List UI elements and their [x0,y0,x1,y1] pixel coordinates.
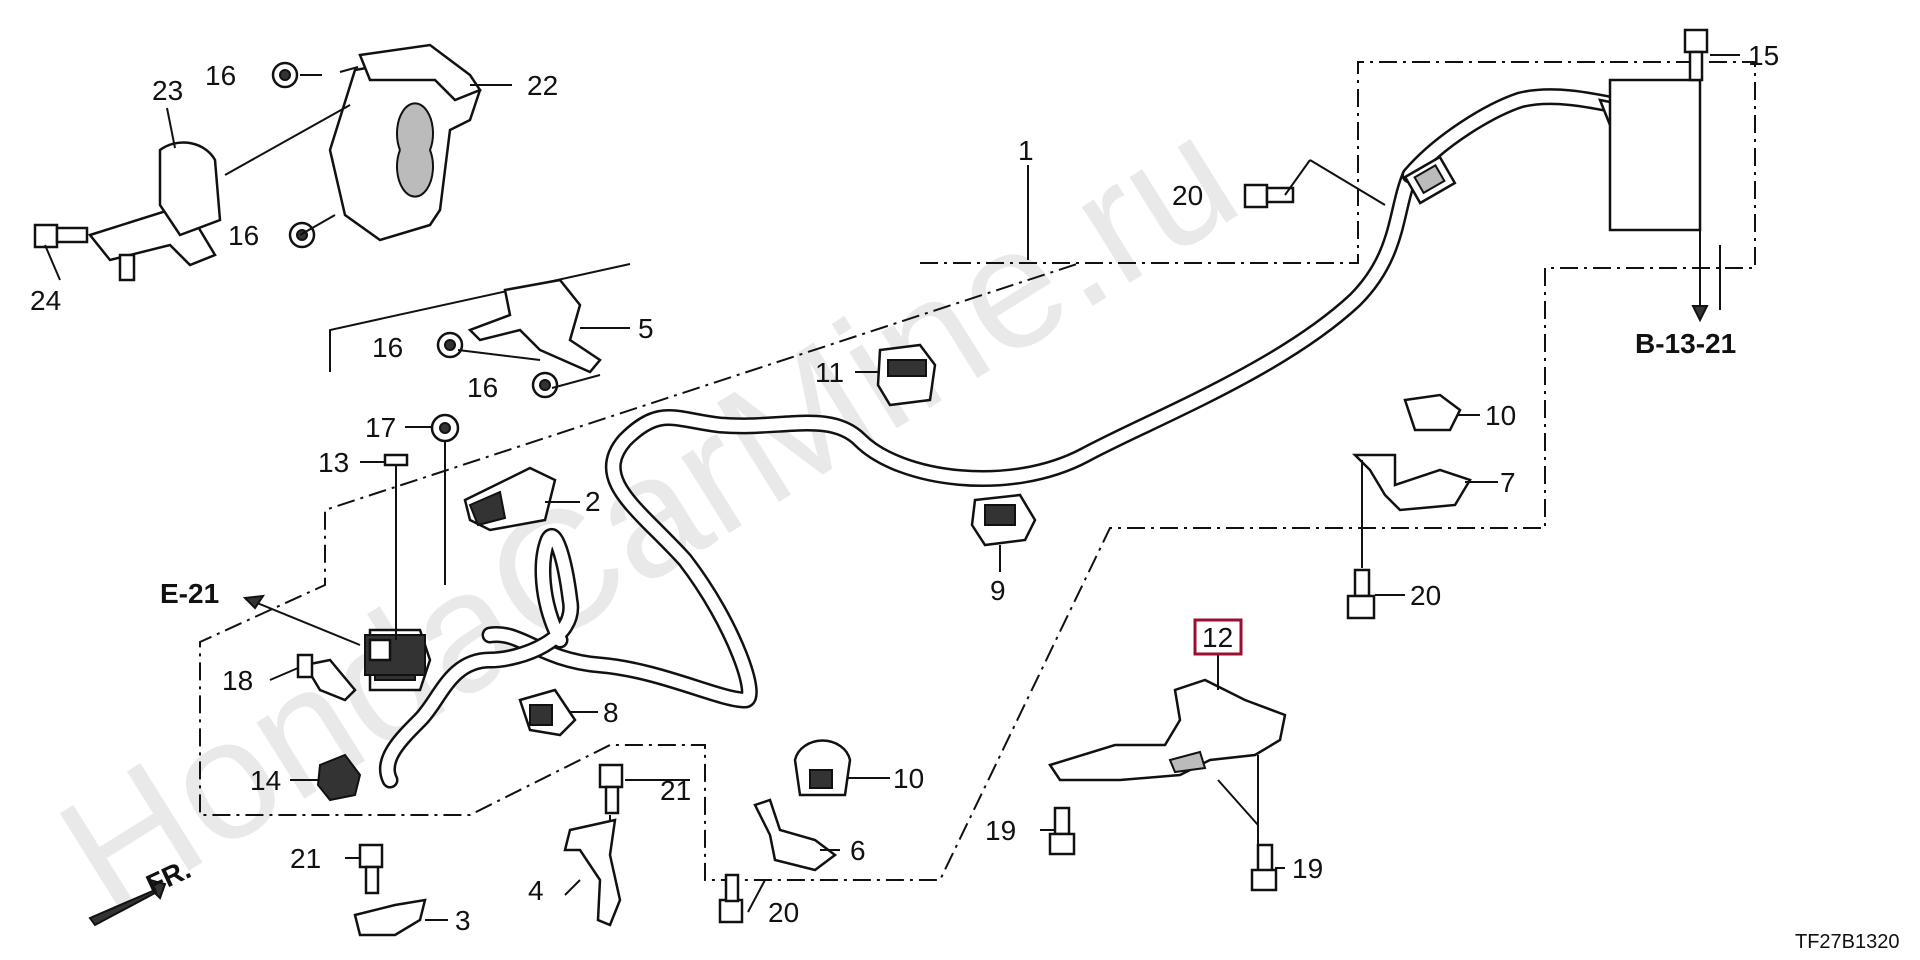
main-harness [368,78,1702,789]
part-labels: 1 2 3 4 5 6 7 8 9 10 10 11 12 13 14 15 1… [30,40,1779,936]
label-23: 23 [152,75,183,106]
label-5: 5 [638,313,654,344]
label-13 [383,453,409,467]
label-18: 18 [222,665,253,696]
bolt-19b [1250,843,1278,892]
label-3: 3 [455,905,471,936]
label-2: 2 [585,486,601,517]
stay-3 [353,898,427,937]
label-10-upper: 10 [1485,400,1516,431]
ref-b1321: B-13-21 [1635,328,1736,359]
clip-8 [518,688,577,737]
label-20a: 20 [1172,180,1203,211]
clip-10-lower [793,739,852,797]
nut-16c [436,331,464,359]
cover-12 [1048,678,1287,782]
label-13: 13 [318,447,349,478]
ref-arrows [88,305,1709,927]
label-20c: 20 [768,897,799,928]
label-19a: 19 [985,815,1016,846]
label-10-lower: 10 [893,763,924,794]
label-1: 1 [1018,135,1034,166]
label-16a: 16 [205,60,236,91]
highlight-box-12 [1193,618,1243,656]
label-19b: 19 [1292,853,1323,884]
stay-4 [563,818,622,927]
nut-16d [531,371,559,399]
label-20b: 20 [1410,580,1441,611]
bolt-19a [1048,806,1076,856]
bolt-20b [1346,568,1376,620]
stay-5 [467,278,602,374]
clip-18 [296,653,357,702]
label-12: 12 [1202,622,1233,653]
bracket-23 [87,141,222,282]
label-21b: 21 [290,843,321,874]
bolt-15 [1683,28,1709,82]
label-9: 9 [990,575,1006,606]
bolt-21a [598,763,624,815]
label-22: 22 [527,70,558,101]
stay-6 [753,798,838,872]
label-11: 11 [815,357,844,388]
bolt-20a [1243,183,1295,209]
label-6: 6 [850,835,866,866]
label-14: 14 [250,765,281,796]
nut-16a [271,61,299,89]
label-24: 24 [30,285,61,316]
label-16b: 16 [228,220,259,251]
cover-2 [463,466,557,532]
stay-7 [1351,453,1472,512]
label-7: 7 [1500,467,1516,498]
diagram-code: TF27B1320 [1795,931,1900,953]
bolt-21b [358,843,384,895]
connector-block [364,634,426,676]
label-16d: 16 [467,372,498,403]
clip-11 [876,343,937,407]
label-4: 4 [528,875,544,906]
ref-e21: E-21 [160,578,219,609]
clip-9 [970,493,1037,547]
bolt-20c [718,873,744,924]
leader-lines [44,54,1740,921]
label-17: 17 [365,412,396,443]
label-15: 15 [1748,40,1779,71]
label-21a: 21 [660,775,691,806]
clip-14 [316,753,362,802]
label-8: 8 [603,697,619,728]
nut-17 [430,413,460,443]
bolt-24 [33,223,89,249]
clip-10-upper [1403,393,1462,432]
label-16c: 16 [372,332,403,363]
shield-22 [328,43,482,242]
